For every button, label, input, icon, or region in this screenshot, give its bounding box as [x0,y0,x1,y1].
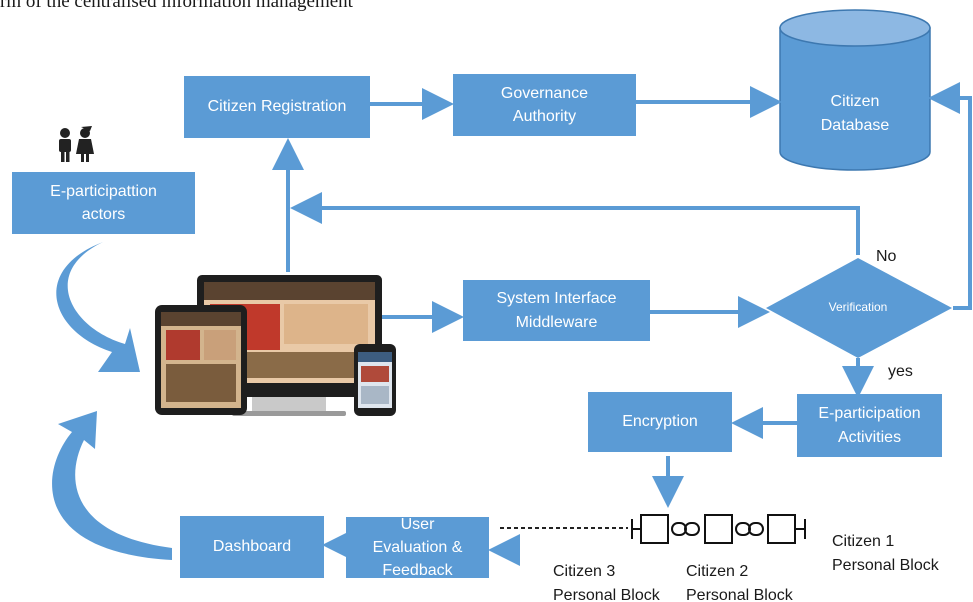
yes-label: yes [888,363,913,380]
figure-caption: rm of the centralised information manage… [0,0,353,12]
verification-diamond [766,258,952,358]
devices-illustration [155,275,396,416]
no-label: No [876,248,897,265]
verification-label: Verification [828,300,888,314]
curved-arrow-actors-to-devices [56,242,140,372]
citizen-database-cylinder [779,9,931,171]
citizen-database-label: Citizen Database [820,93,890,134]
encryption-box: Encryption [588,392,732,452]
line-no-loop [290,192,860,255]
curved-arrow-dashboard-to-devices [52,411,172,560]
line-verification-to-database [928,82,972,310]
system-interface-middleware-box: System Interface Middleware [463,280,650,341]
citizen-2-block-label: Citizen 2 Personal Block [686,563,793,602]
e-participation-actors-box: E-participattion actors [12,172,195,234]
user-evaluation-feedback-box: User Evaluation & Feedback [346,517,489,578]
e-participation-activities-box: E-participation Activities [797,394,942,457]
chain-link-icon [631,514,806,544]
citizen-3-block-label: Citizen 3 Personal Block [553,563,660,602]
dashboard-box: Dashboard [180,516,324,578]
citizen-1-block-label: Citizen 1 Personal Block [832,533,939,574]
citizen-registration-box: Citizen Registration [184,76,370,138]
connector-lines [272,82,972,566]
people-icon [59,126,94,162]
governance-authority-box: Governance Authority [453,74,636,136]
